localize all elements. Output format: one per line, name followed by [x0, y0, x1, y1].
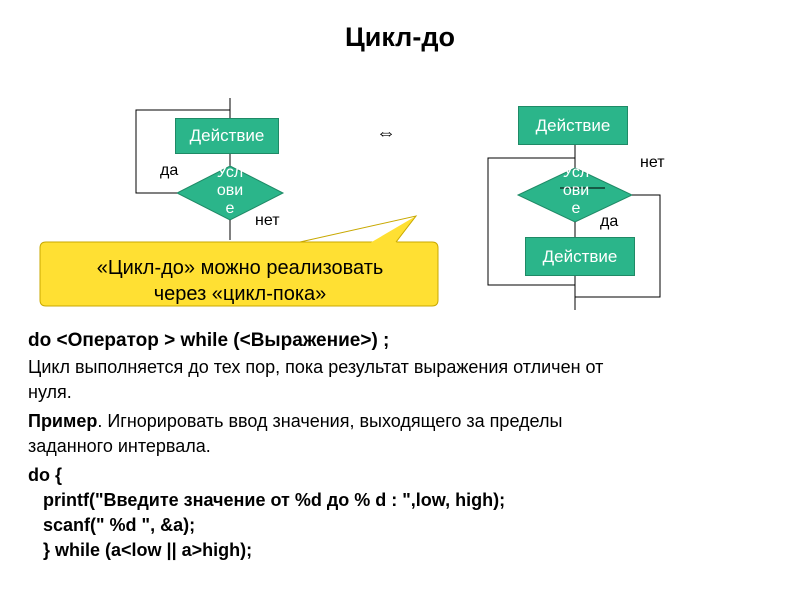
- right-action-bottom-block: Действие: [525, 237, 635, 276]
- left-yes-loop-line: [135, 109, 230, 194]
- callout-bubble: [39, 241, 439, 307]
- left-condition-label: Усл ови е: [200, 164, 260, 218]
- page-title: Цикл-до: [345, 22, 455, 52]
- example-text: . Игнорировать ввод значения, выходящего…: [97, 411, 563, 431]
- right-no-label: нет: [640, 154, 665, 171]
- syntax-line: do <Оператор > while (<Выражение>) ;: [28, 330, 390, 351]
- callout-tail: [300, 216, 416, 243]
- equivalence-icon: ⇔: [376, 122, 396, 144]
- description-line-1: Цикл выполняется до тех пор, пока резуль…: [28, 357, 604, 377]
- right-yes-label: да: [600, 213, 619, 230]
- left-action-block: Действие: [175, 118, 279, 154]
- right-no-exit-line: [574, 194, 661, 298]
- code-line-4: } while (a<low || a>high);: [28, 540, 253, 560]
- left-no-label: нет: [255, 212, 280, 229]
- example-line-2: заданного интервала.: [28, 436, 211, 456]
- code-line-2: printf("Введите значение от %d до % d : …: [28, 490, 506, 510]
- callout-line-1: «Цикл-до» можно реализовать: [96, 257, 384, 279]
- body-text: do <Оператор > while (<Выражение>) ; Цик…: [28, 328, 788, 563]
- example-label: Пример: [28, 411, 98, 431]
- callout-tail-edge: [299, 215, 418, 243]
- left-condition-line-3: е: [225, 200, 235, 217]
- callout-text: «Цикл-до» можно реализовать через «цикл-…: [42, 255, 438, 307]
- right-condition-line-1: Усл: [562, 164, 590, 181]
- left-yes-label: да: [160, 162, 179, 179]
- right-action-top-block: Действие: [518, 106, 628, 145]
- right-condition-line-3: е: [571, 200, 581, 217]
- example-line-1: Пример. Игнорировать ввод значения, выхо…: [28, 409, 788, 434]
- code-line-3: scanf(" %d ", &a);: [28, 515, 196, 535]
- code-line-1: do {: [28, 465, 62, 485]
- left-condition-line-2: ови: [216, 182, 244, 199]
- right-loop-back-line: [487, 157, 576, 286]
- callout-line-2: через «цикл-пока»: [153, 283, 327, 305]
- right-condition-line-2: ови: [562, 182, 590, 199]
- left-condition-line-1: Усл: [216, 164, 244, 181]
- description-line-2: нуля.: [28, 382, 72, 402]
- right-condition-label: Усл ови е: [546, 164, 606, 218]
